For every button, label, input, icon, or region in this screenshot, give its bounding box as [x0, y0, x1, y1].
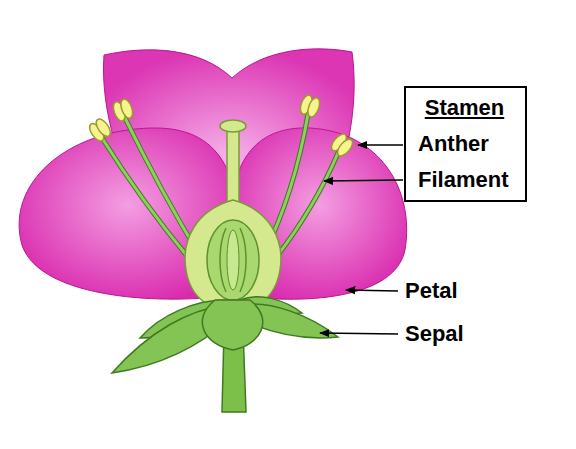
ovule	[240, 228, 246, 292]
anther-lobe	[93, 117, 113, 139]
anther	[329, 132, 356, 159]
ovule	[227, 230, 239, 290]
sepals	[112, 297, 338, 373]
anther-lobe	[306, 96, 322, 118]
part-label: Sepal	[405, 321, 464, 347]
leader-line	[320, 333, 398, 334]
part-name: Anther	[418, 126, 489, 162]
leader-line	[358, 144, 403, 146]
part-name: Filament	[418, 162, 508, 198]
sepal	[202, 300, 262, 350]
anther-lobe	[335, 137, 356, 159]
callout-box: StamenAntherFilament	[404, 86, 527, 202]
anther	[87, 117, 113, 144]
leader-lines	[320, 145, 403, 334]
anthers	[87, 94, 355, 159]
group-heading: Stamen	[425, 90, 504, 126]
ovary-chamber	[207, 220, 259, 300]
pistil	[185, 120, 281, 310]
style	[227, 127, 239, 209]
ovary	[185, 200, 281, 310]
anther	[111, 98, 135, 123]
leader-line	[324, 180, 403, 181]
stigma	[220, 120, 246, 132]
anther-lobe	[119, 98, 135, 120]
anther	[298, 94, 322, 119]
leader-line	[346, 290, 398, 291]
ovule	[220, 228, 226, 292]
part-label: Petal	[405, 278, 458, 304]
